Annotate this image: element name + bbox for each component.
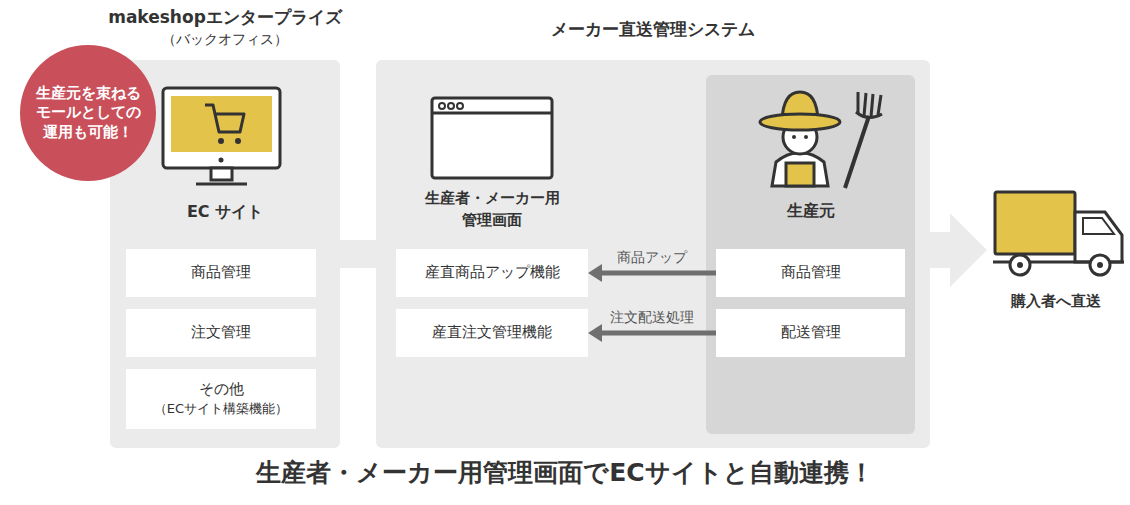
- box-note: （ECサイト構築機能）: [154, 400, 288, 419]
- panel-title: メーカー直送管理システム: [316, 18, 990, 41]
- function-box: 商品管理: [126, 249, 316, 297]
- box-label: 商品管理: [781, 262, 841, 284]
- function-box: 注文管理: [126, 309, 316, 357]
- connector-line: [600, 331, 716, 336]
- box-label: 産直商品アップ機能: [425, 262, 560, 284]
- box-label: 商品管理: [191, 262, 251, 284]
- panel-heading: makeshopエンタープライズ（バックオフィス）: [50, 6, 400, 50]
- block-arrow: [930, 213, 987, 287]
- panel-title: makeshopエンタープライズ: [50, 6, 400, 29]
- connector-line: [600, 271, 716, 276]
- connector: [340, 254, 376, 255]
- function-box: 産直注文管理機能: [396, 309, 588, 357]
- panel-heading: メーカー直送管理システム: [316, 18, 990, 41]
- function-box: 商品管理: [716, 249, 905, 297]
- function-box: 配送管理: [716, 309, 905, 357]
- edge-label: 商品アップ: [615, 248, 689, 266]
- box-label: 産直注文管理機能: [432, 322, 552, 344]
- badge-fill: [20, 45, 156, 181]
- truck-icon: [993, 192, 1124, 275]
- function-box: その他（ECサイト構築機能）: [126, 369, 316, 429]
- panel-title: 生産元: [646, 200, 975, 222]
- icon-label: 購入者へ直送: [986, 291, 1126, 313]
- box-label: その他: [199, 379, 244, 401]
- panel-heading: 生産元: [646, 200, 975, 222]
- function-box: 産直商品アップ機能: [396, 249, 588, 297]
- badge-circle: 生産元を束ねる モールとしての 運用も可能！: [20, 45, 156, 181]
- caption: 生産者・メーカー用管理画面でECサイトと自動連携！: [0, 456, 1130, 489]
- icon-label: EC サイト: [125, 200, 325, 223]
- box-label: 配送管理: [781, 322, 841, 344]
- box-label: 注文管理: [191, 322, 251, 344]
- system-panel: 生産元商品管理配送管理: [706, 75, 915, 434]
- connector-line: [340, 240, 376, 268]
- badge-text: 生産元を束ねる モールとしての 運用も可能！: [29, 84, 147, 142]
- icon-label: 生産者・メーカー用 管理画面: [397, 188, 587, 232]
- edge-label: 注文配送処理: [608, 308, 696, 326]
